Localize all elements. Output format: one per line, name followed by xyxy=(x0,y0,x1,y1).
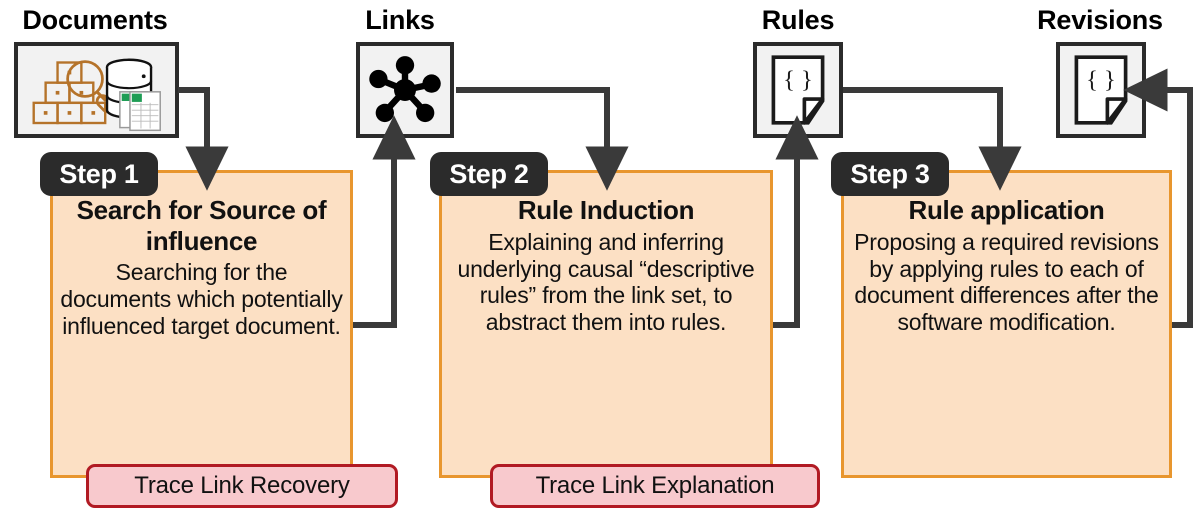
network-hub-icon xyxy=(369,56,441,123)
step-1-title: Search for Source of influence xyxy=(76,195,327,256)
step-panel-3[interactable]: Rule application Proposing a required re… xyxy=(841,170,1172,478)
artifact-box-revisions[interactable]: { } xyxy=(1056,42,1146,138)
step-1-tag[interactable]: Trace Link Recovery xyxy=(86,464,398,508)
step-3-body: Proposing a required revisions by applyi… xyxy=(854,228,1159,336)
arrow-step2-to-rules xyxy=(773,115,819,328)
step-2-title: Rule Induction xyxy=(517,195,695,225)
artifact-box-links[interactable] xyxy=(356,42,454,138)
step-1-body: Searching for the documents which potent… xyxy=(60,259,343,340)
step-3-badge[interactable]: Step 3 xyxy=(831,152,949,196)
arrow-documents-to-step1 xyxy=(178,87,229,191)
artifact-label-revisions: Revisions xyxy=(1037,5,1163,35)
svg-text:{ }: { } xyxy=(1086,66,1116,93)
step-1-badge[interactable]: Step 1 xyxy=(40,152,158,196)
step-panel-1[interactable]: Search for Source of influence Searching… xyxy=(50,170,353,478)
artifact-label-links: Links xyxy=(365,5,435,35)
step-2-tag[interactable]: Trace Link Explanation xyxy=(490,464,820,508)
artifact-label-documents: Documents xyxy=(22,5,168,35)
artifact-label-rules: Rules xyxy=(761,5,835,35)
step-panel-2[interactable]: Rule Induction Explaining and inferring … xyxy=(439,170,773,478)
step-2-body: Explaining and inferring underlying caus… xyxy=(457,228,755,336)
documents-search-database-icon xyxy=(32,58,161,132)
arrow-step1-to-links xyxy=(353,115,416,328)
braces-document-icon: { } xyxy=(771,55,825,125)
step-2-badge[interactable]: Step 2 xyxy=(430,152,548,196)
artifact-box-rules[interactable]: { } xyxy=(753,42,843,138)
step-3-title: Rule application xyxy=(908,195,1105,225)
svg-text:{ }: { } xyxy=(783,66,813,93)
artifact-box-documents[interactable] xyxy=(14,42,179,138)
braces-document-icon: { } xyxy=(1074,55,1128,125)
